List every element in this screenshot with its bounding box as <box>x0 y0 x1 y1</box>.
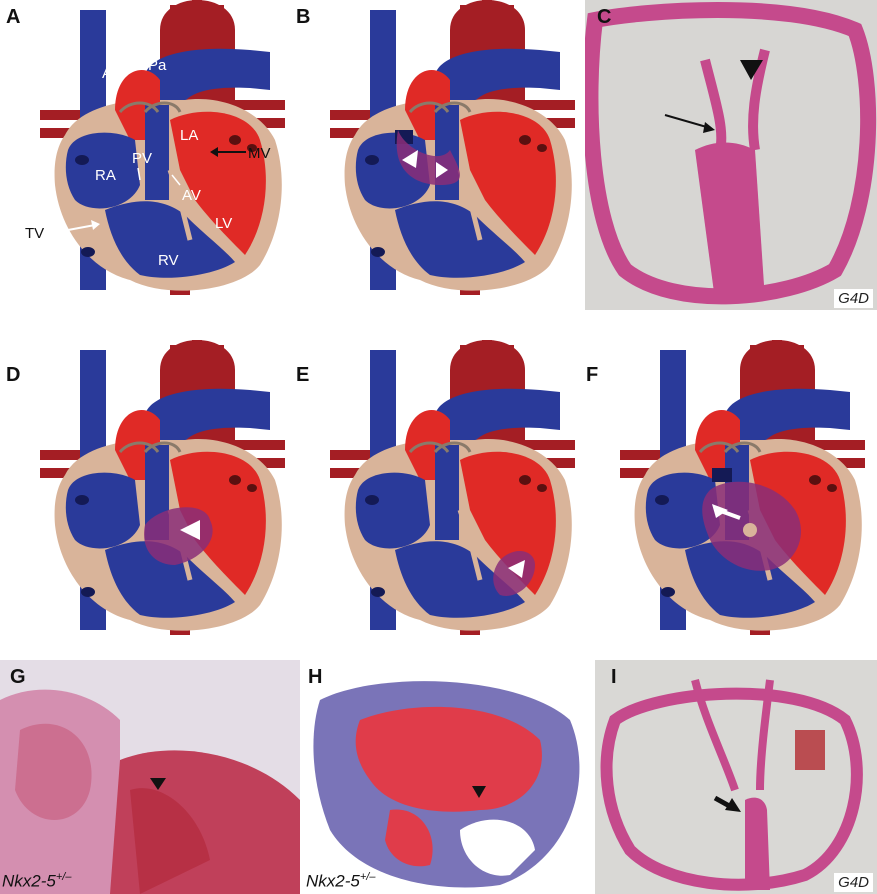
panel-c: C G4D <box>585 0 877 310</box>
panel-label: F <box>586 364 598 387</box>
label-pv: PV <box>132 150 152 167</box>
panel-label: I <box>611 666 617 689</box>
label-ra: RA <box>95 167 116 184</box>
panel-d: D <box>20 340 290 640</box>
panel-i: I G4D <box>595 660 877 894</box>
heart-diagram-defect-b <box>310 0 580 300</box>
genotype-label: Nkx2-5+/– <box>306 871 375 892</box>
label-la: LA <box>180 127 198 144</box>
label-lv: LV <box>215 215 232 232</box>
label-mv: MV <box>248 145 271 162</box>
panel-label: B <box>296 6 310 29</box>
label-ao: Ao <box>102 65 120 82</box>
heart-diagram-defect-f <box>600 340 870 640</box>
histology-section-h <box>300 660 592 894</box>
label-tv: TV <box>25 225 44 242</box>
genotype-label: Nkx2-5+/– <box>2 871 71 892</box>
panel-label: D <box>6 364 20 387</box>
strain-tag: G4D <box>834 289 873 308</box>
panel-label: A <box>6 6 20 29</box>
histology-section-c <box>585 0 877 310</box>
heart-diagram-defect-d <box>20 340 290 640</box>
panel-f: F <box>600 340 870 640</box>
panel-a: A Ao Pa LA RA PV AV MV LV TV RV <box>20 0 290 300</box>
panel-label: C <box>597 6 611 29</box>
panel-label: E <box>296 364 309 387</box>
panel-e: E <box>310 340 580 640</box>
strain-tag: G4D <box>834 873 873 892</box>
panel-label: H <box>308 666 322 689</box>
label-av: AV <box>182 187 201 204</box>
panel-g: G Nkx2-5+/– <box>0 660 300 894</box>
histology-section-g <box>0 660 300 894</box>
heart-diagram-normal: Ao Pa LA RA PV AV MV LV TV RV <box>20 0 290 300</box>
label-pa: Pa <box>148 57 167 74</box>
panel-b: B <box>310 0 580 300</box>
label-rv: RV <box>158 252 179 269</box>
panel-h: H Nkx2-5+/– <box>300 660 592 894</box>
heart-diagram-defect-e <box>310 340 580 640</box>
panel-label: G <box>10 666 26 689</box>
histology-section-i <box>595 660 877 894</box>
